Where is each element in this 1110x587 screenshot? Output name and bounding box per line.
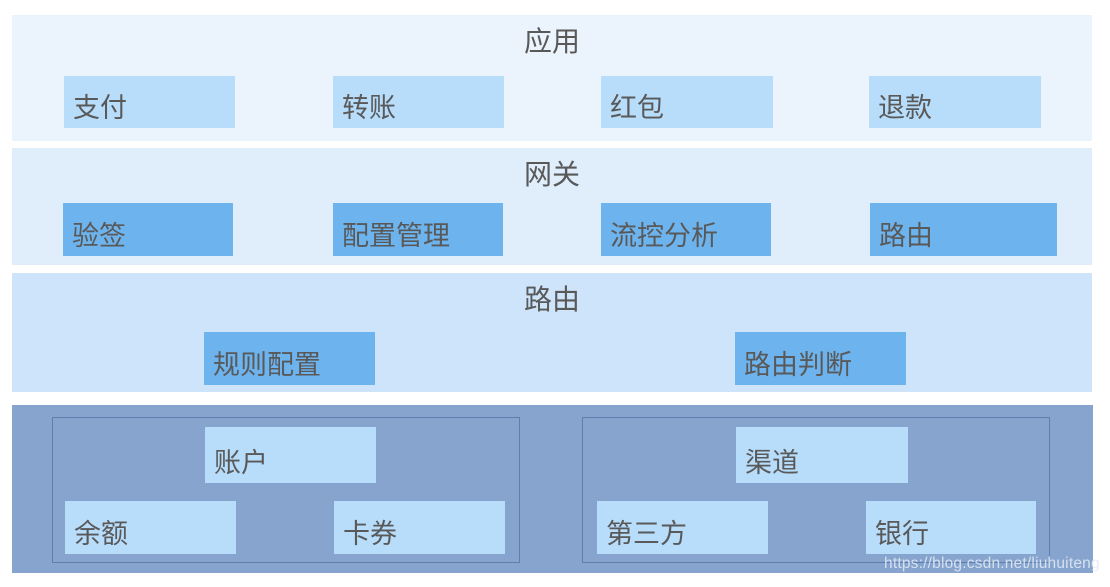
box-rule-config: 规则配置 [204, 332, 375, 385]
box-card-coupon: 卡券 [334, 501, 505, 554]
layer-gateway-title: 网关 [523, 159, 580, 190]
layer-routing: 路由 规则配置 路由判断 [12, 273, 1092, 392]
box-third-party: 第三方 [597, 501, 768, 554]
box-transfer: 转账 [333, 76, 504, 128]
group-channel: 渠道 第三方 银行 [582, 417, 1050, 563]
box-signature-verification: 验签 [63, 203, 233, 256]
layer-application-title: 应用 [523, 26, 580, 57]
box-bank: 银行 [866, 501, 1036, 554]
box-balance: 余额 [65, 501, 236, 554]
box-refund: 退款 [869, 76, 1041, 128]
layer-gateway: 网关 验签 配置管理 流控分析 路由 [12, 148, 1092, 265]
box-payment: 支付 [64, 76, 235, 128]
box-account: 账户 [205, 427, 376, 483]
box-routing: 路由 [870, 203, 1057, 256]
watermark-url: https://blog.csdn.net/liuhuiteng [884, 555, 1100, 572]
layer-application: 应用 支付 转账 红包 退款 [12, 15, 1092, 141]
layer-routing-title: 路由 [523, 284, 580, 315]
box-routing-decision: 路由判断 [735, 332, 906, 385]
box-channel: 渠道 [736, 427, 908, 483]
layer-foundation: 账户 余额 卡券 渠道 第三方 银行 [12, 405, 1093, 573]
group-account: 账户 余额 卡券 [52, 417, 520, 563]
box-config-management: 配置管理 [333, 203, 503, 256]
box-flow-control-analysis: 流控分析 [601, 203, 771, 256]
box-red-packet: 红包 [601, 76, 773, 128]
